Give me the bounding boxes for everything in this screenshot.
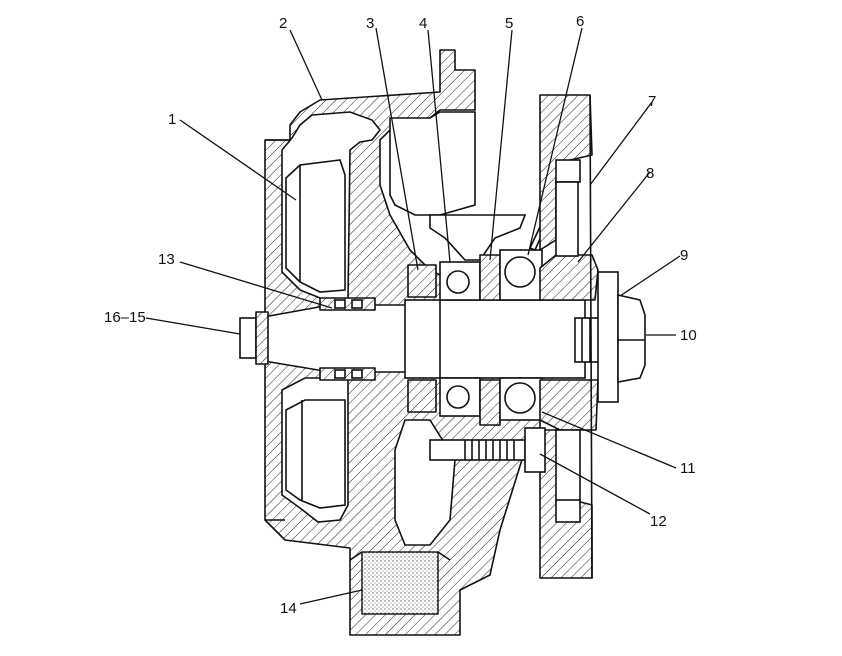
callout-6: 6 xyxy=(576,13,584,30)
leader-lines xyxy=(145,27,681,605)
callout-8: 8 xyxy=(646,165,654,182)
callout-5: 5 xyxy=(505,15,513,32)
callout-16-15: 16–15 xyxy=(104,309,146,326)
callout-14: 14 xyxy=(280,600,297,617)
callout-2: 2 xyxy=(279,15,287,32)
callout-4: 4 xyxy=(419,15,427,32)
outlet-port xyxy=(361,551,439,615)
callout-12: 12 xyxy=(650,513,667,530)
callout-9: 9 xyxy=(680,247,688,264)
callout-11: 11 xyxy=(680,460,696,477)
callout-13: 13 xyxy=(158,251,175,268)
pump-shaft xyxy=(257,299,606,379)
callout-10: 10 xyxy=(680,327,697,344)
callout-1: 1 xyxy=(168,111,176,128)
impeller-nut xyxy=(239,311,269,365)
callout-3: 3 xyxy=(366,15,374,32)
callout-labels: 1 2 3 4 5 6 7 8 9 10 11 12 13 14 16–15 xyxy=(104,13,697,617)
mounting-bolt xyxy=(429,427,546,473)
hub-nut xyxy=(597,271,646,403)
seal-assembly xyxy=(319,297,376,381)
bearing-assembly xyxy=(407,209,553,426)
callout-7: 7 xyxy=(648,93,656,110)
